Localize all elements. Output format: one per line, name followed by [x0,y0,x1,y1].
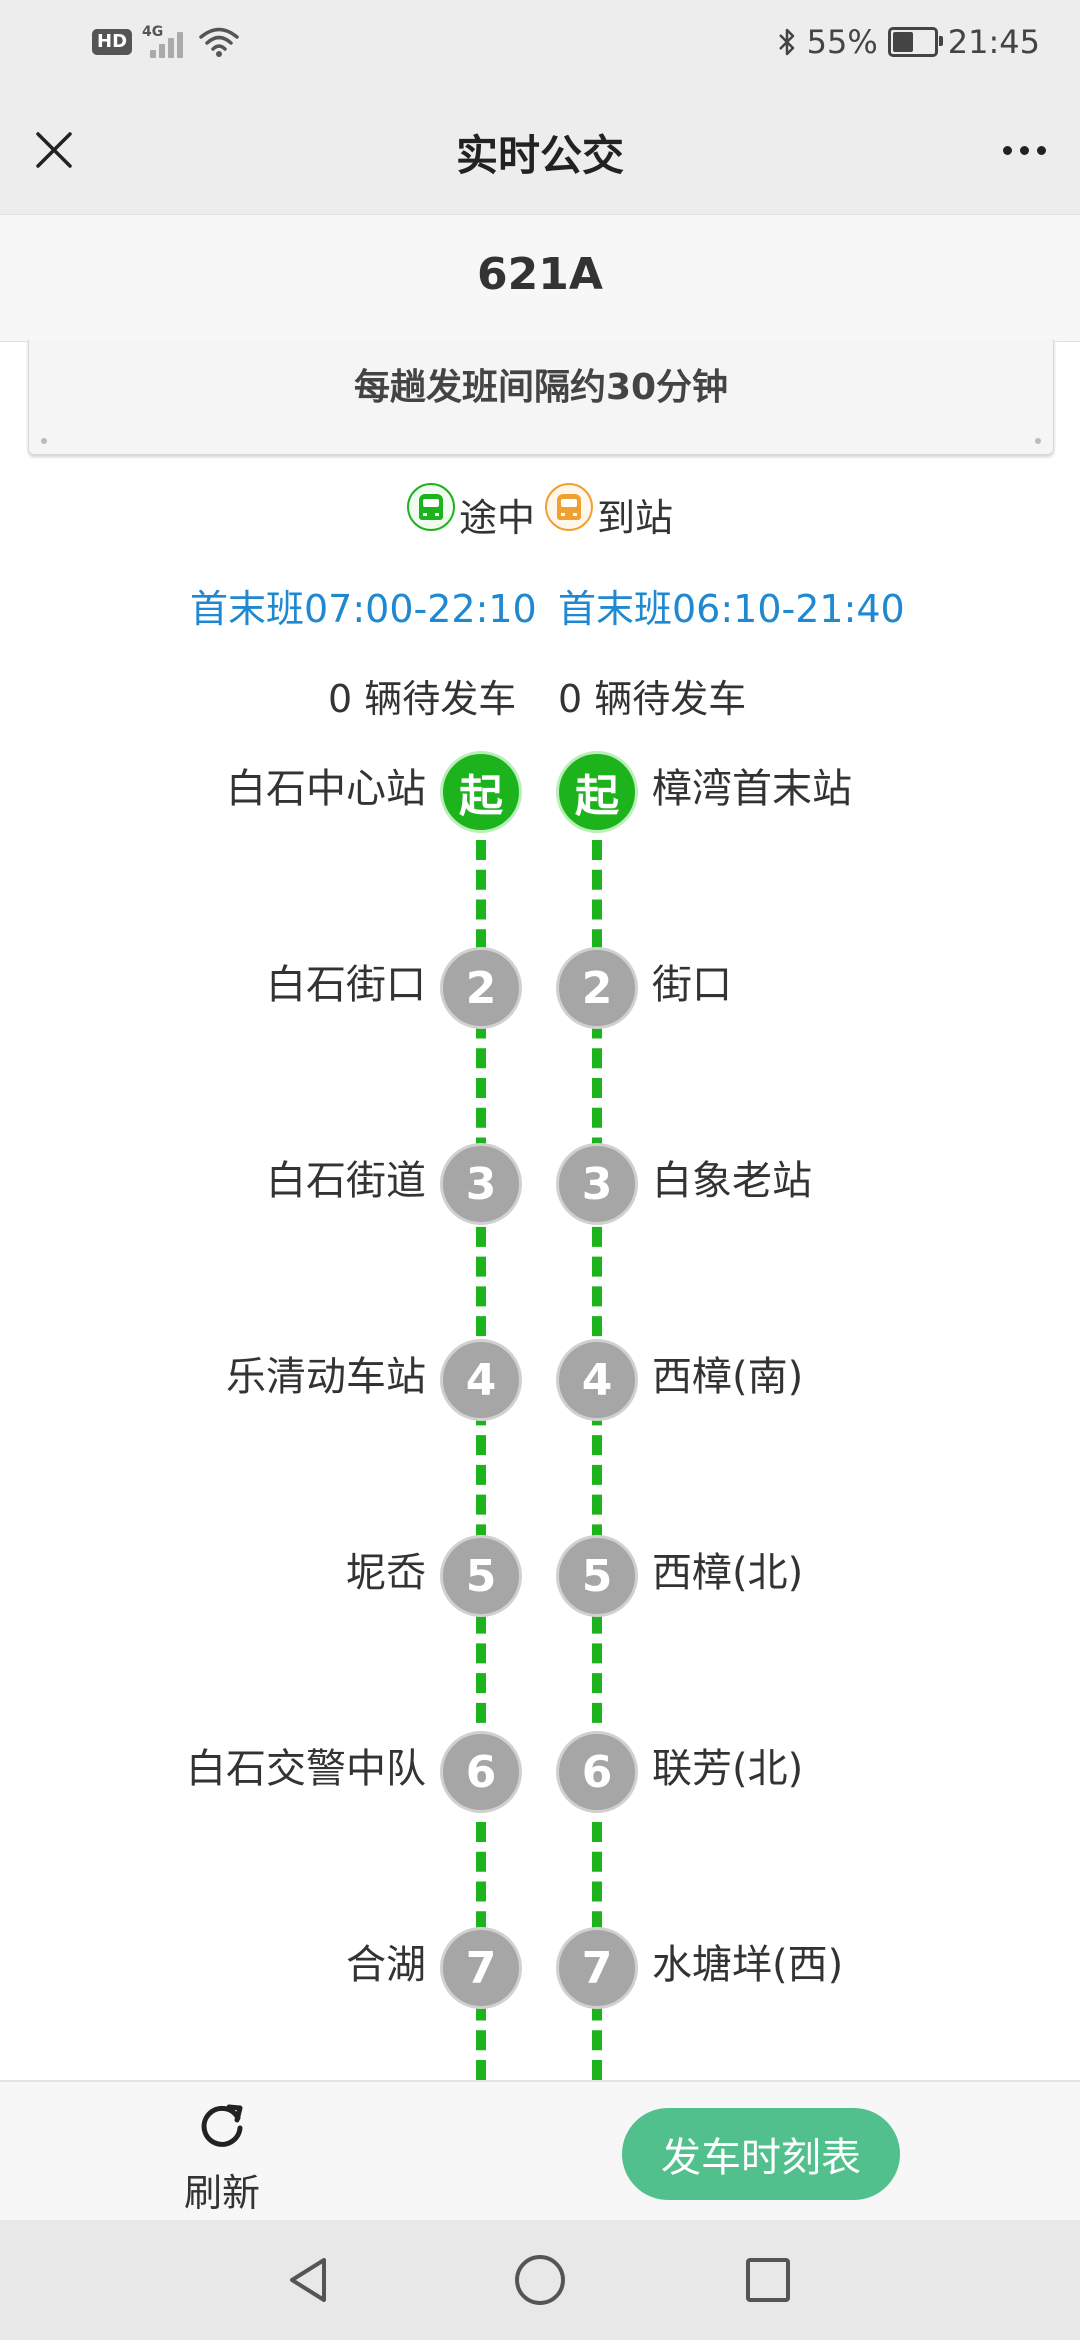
right-stop-name[interactable]: 水塘垟(西) [652,1942,844,1988]
bus-arrived-icon [545,483,593,531]
title-bar: 实时公交 [0,84,1080,214]
right-stop-marker[interactable]: 起 [556,751,638,833]
right-stop-name[interactable]: 联芳(北) [652,1746,804,1792]
status-right: 55% 21:45 [777,18,1040,66]
hd-badge: HD [92,29,133,55]
battery-icon [887,27,943,57]
right-first-last-times[interactable]: 首末班06:10-21:40 [558,587,905,631]
left-stop-name[interactable]: 白石街道 [266,1158,426,1204]
interval-notice-text: 每趟发班间隔约30分钟 [353,367,729,408]
left-stop-marker[interactable]: 起 [440,751,522,833]
right-stop-marker[interactable]: 7 [556,1927,638,2009]
left-stop-name[interactable]: 白石街口 [266,962,426,1008]
bottom-action-bar: 刷新 发车时刻表 [0,2080,1080,2222]
clock: 21:45 [947,23,1040,61]
left-stop-name[interactable]: 乐清动车站 [226,1354,426,1400]
left-first-last-times[interactable]: 首末班07:00-22:10 [190,587,537,631]
left-stop-name[interactable]: 白石交警中队 [186,1746,426,1792]
left-stop-name[interactable]: 合湖 [346,1942,426,1988]
legend-arrived-label: 到站 [597,495,674,540]
status-left: HD 4G [92,20,240,64]
departure-schedule-button[interactable]: 发车时刻表 [622,2108,900,2200]
right-stop-name[interactable]: 白象老站 [652,1158,812,1204]
more-dot-icon [1002,145,1012,155]
left-stop-marker[interactable]: 2 [440,947,522,1029]
left-stop-name[interactable]: 白石中心站 [226,766,426,812]
right-stop-marker[interactable]: 5 [556,1535,638,1617]
network-type: 4G [142,24,164,40]
bluetooth-icon [778,28,794,56]
left-stop-marker[interactable]: 6 [440,1731,522,1813]
right-stop-marker[interactable]: 2 [556,947,638,1029]
system-navigation-bar [0,2220,1080,2340]
route-name: 621A [477,249,603,300]
legend-en-route-label: 途中 [458,495,535,540]
refresh-label: 刷新 [183,2171,260,2215]
left-stop-marker[interactable]: 5 [440,1535,522,1617]
interval-notice: 每趟发班间隔约30分钟 [28,340,1054,455]
left-stop-marker[interactable]: 3 [440,1143,522,1225]
corner-dot [1035,438,1041,444]
left-stop-marker[interactable]: 7 [440,1927,522,2009]
left-waiting-count: 0 辆待发车 [328,677,517,721]
right-stop-name[interactable]: 樟湾首末站 [652,766,852,812]
right-waiting-count: 0 辆待发车 [558,677,747,721]
back-triangle-icon [290,2258,326,2302]
status-bar: HD 4G 55% 21:45 [0,0,1080,84]
right-stop-marker[interactable]: 6 [556,1731,638,1813]
nav-back-button[interactable] [276,2248,340,2312]
right-stop-marker[interactable]: 4 [556,1339,638,1421]
left-route-line [476,840,486,2080]
legend: 途中 到站 [0,483,1080,544]
nav-home-button[interactable] [508,2248,572,2312]
refresh-button[interactable]: 刷新 [170,2098,274,2215]
left-stop-marker[interactable]: 4 [440,1339,522,1421]
left-stop-name[interactable]: 坭岙 [346,1550,426,1596]
close-button[interactable] [22,118,86,182]
route-header: 621A [0,214,1080,342]
more-options-button[interactable] [986,118,1062,182]
bus-en-route-icon [406,483,455,531]
nav-recents-button[interactable] [736,2248,800,2312]
right-stop-name[interactable]: 街口 [652,962,732,1008]
page-title: 实时公交 [455,131,624,180]
right-stop-marker[interactable]: 3 [556,1143,638,1225]
more-dot-icon [1019,145,1029,155]
right-route-line [592,840,602,2080]
close-icon [36,132,72,168]
recents-square-icon [746,2258,790,2302]
battery-percent: 55% [806,23,878,61]
wifi-icon [199,27,239,57]
refresh-icon [201,2104,243,2147]
cellular-signal-icon: 4G [142,24,188,60]
home-circle-icon [515,2255,565,2305]
more-dot-icon [1036,145,1046,155]
right-stop-name[interactable]: 西樟(南) [652,1354,804,1400]
corner-dot [41,438,47,444]
right-stop-name[interactable]: 西樟(北) [652,1550,804,1596]
